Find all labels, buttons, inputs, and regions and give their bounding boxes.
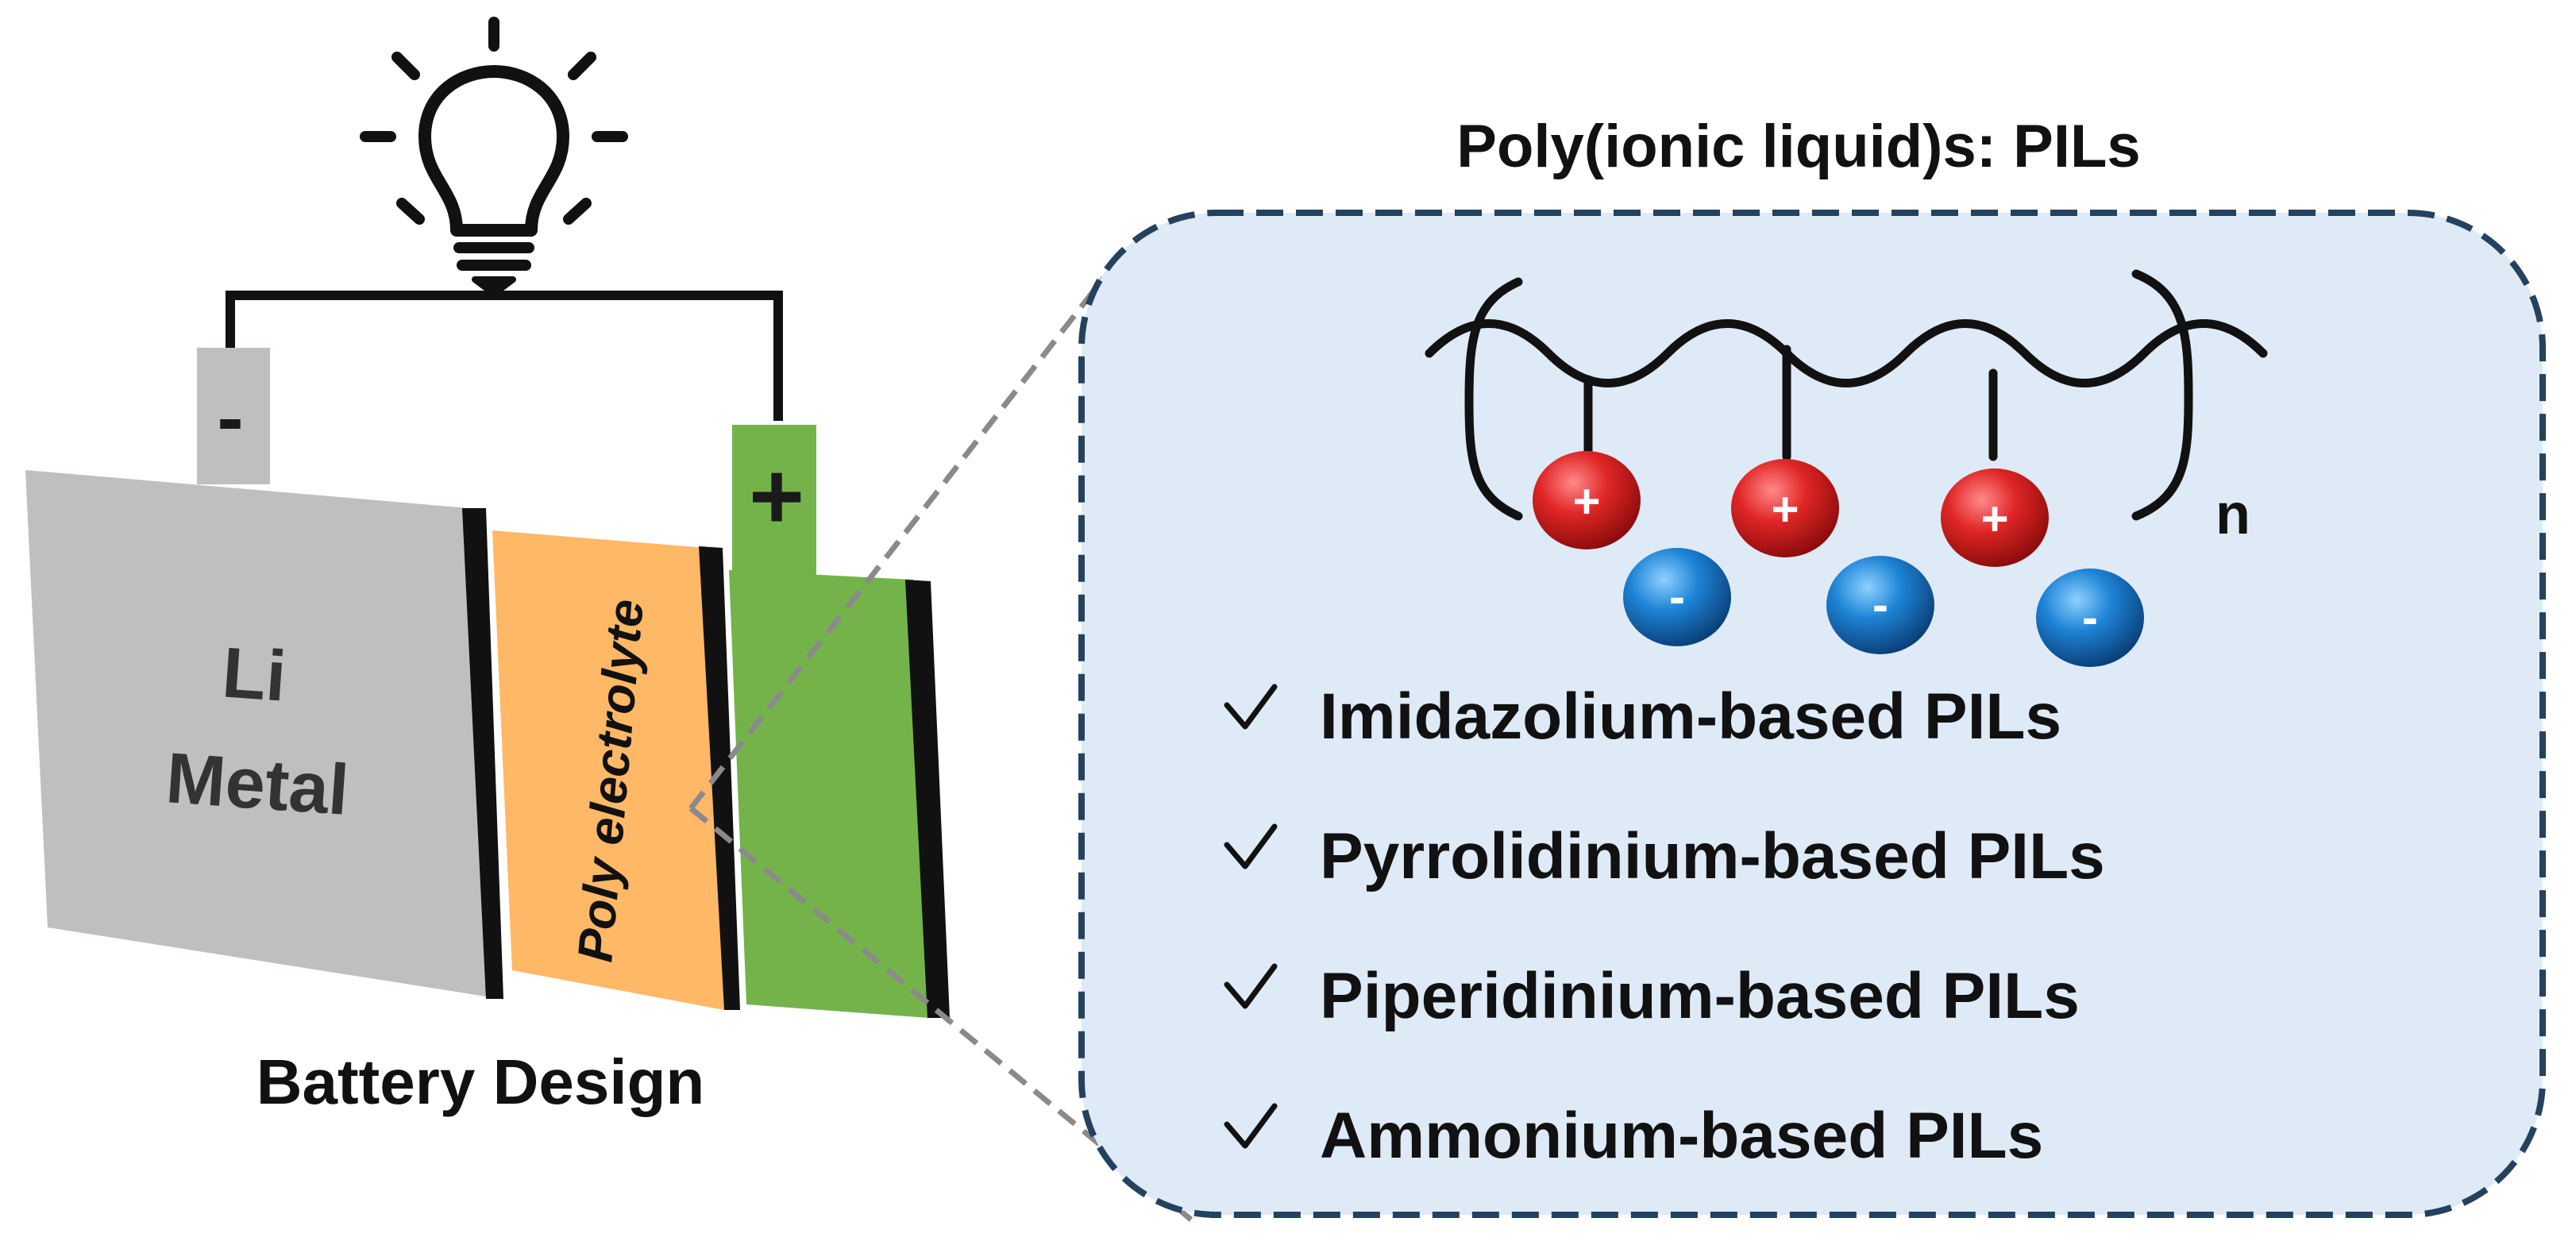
polymer-backbone [1425, 319, 2268, 387]
cation-3 [1941, 468, 2049, 567]
list-item: Piperidinium-based PILs [1224, 960, 2080, 1032]
check-icon [1224, 1103, 1278, 1149]
polymer-structure [1425, 269, 2268, 521]
anion-group: - - - [1623, 548, 2144, 667]
electrolyte-edge-bar [699, 546, 740, 1010]
check-icon [1224, 823, 1278, 869]
cation-group: + + + [1533, 451, 2049, 567]
list-item-label: Piperidinium-based PILs [1320, 960, 2080, 1032]
electrolyte-body [492, 530, 724, 1010]
anion-3-sign: - [2082, 591, 2098, 644]
check-icon [1224, 684, 1278, 730]
cathode-body [729, 570, 929, 1018]
anion-2-sign: - [1872, 578, 1888, 631]
list-item: Pyrrolidinium-based PILs [1224, 820, 2105, 892]
right-bracket [2131, 269, 2193, 521]
negative-terminal-sign: - [217, 373, 243, 462]
battery-caption: Battery Design [256, 1046, 705, 1117]
anode-body [25, 470, 486, 996]
positive-terminal-sign: + [749, 443, 804, 549]
repeat-subscript: n [2215, 483, 2250, 546]
lightbulb-icon [360, 17, 628, 297]
list-item-label: Imidazolium-based PILs [1320, 680, 2061, 753]
pil-type-list: Imidazolium-based PILs Pyrrolidinium-bas… [1224, 680, 2105, 1172]
left-bracket [1464, 277, 1523, 521]
anion-3 [2036, 569, 2144, 667]
cathode-tab [732, 425, 816, 580]
anode-electrode: - Li Metal [25, 348, 503, 999]
list-item-label: Pyrrolidinium-based PILs [1320, 820, 2105, 892]
cation-2-sign: + [1771, 483, 1799, 536]
pils-title: Poly(ionic liquid)s: PILs [1456, 113, 2140, 180]
circuit-wire [226, 291, 783, 421]
anion-1-sign: - [1669, 570, 1685, 623]
anode-label-line2: Metal [164, 738, 351, 831]
cation-1 [1533, 451, 1641, 549]
cathode-edge-bar [905, 580, 950, 1018]
cation-1-sign: + [1572, 475, 1600, 528]
zoom-connector [688, 276, 1194, 1222]
anode-tab [197, 348, 270, 484]
cation-3-sign: + [1980, 492, 2008, 545]
anode-label-line1: Li [220, 633, 289, 716]
anion-2 [1826, 556, 1934, 654]
cathode-electrode: + [729, 425, 950, 1018]
cation-2 [1731, 459, 1839, 557]
anion-1 [1623, 548, 1731, 646]
list-item-label: Ammonium-based PILs [1320, 1100, 2043, 1172]
check-icon [1224, 963, 1278, 1009]
list-item: Ammonium-based PILs [1224, 1100, 2043, 1172]
electrolyte-layer: Poly electrolyte [492, 530, 740, 1010]
list-item: Imidazolium-based PILs [1224, 680, 2061, 753]
pils-panel [1078, 210, 2546, 1218]
anode-edge-bar [462, 508, 503, 999]
